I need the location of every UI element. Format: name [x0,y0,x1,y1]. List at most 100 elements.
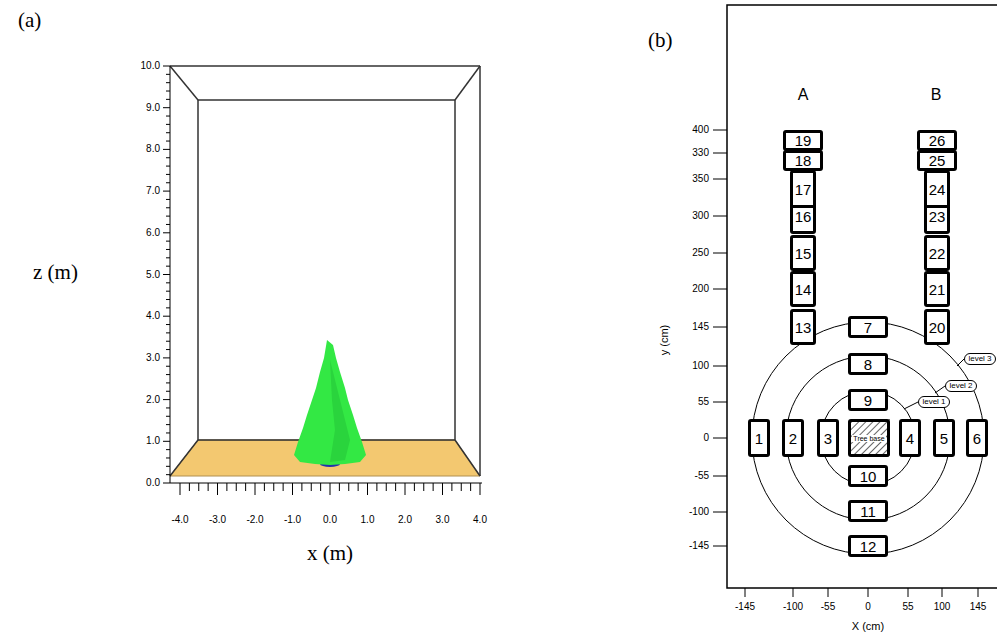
tick [166,74,170,75]
tick [163,357,170,358]
position-box: 10 [848,465,888,487]
column-label: B [931,87,942,103]
box-number: Tree base [852,435,885,442]
tick-label: 145 [692,322,709,332]
tick [236,483,237,491]
box-number: 9 [864,393,872,408]
box-number: 8 [864,357,872,372]
tick [166,407,170,408]
tick-label: 100 [692,361,709,371]
box-number: 3 [824,431,832,446]
tick [163,149,170,150]
tick-label: -1.0 [284,515,301,525]
tick [292,483,293,495]
tick [166,457,170,458]
tick [180,483,181,495]
level-circles [752,322,984,554]
tick [470,483,471,491]
tick-label: 10.0 [141,61,160,71]
tick-label: -55 [821,602,835,612]
tick [273,483,274,491]
tick-label: 7.0 [146,186,160,196]
position-box: 5 [933,419,955,457]
tick [255,483,256,495]
tick [166,474,170,475]
tick [166,266,170,267]
tick [166,349,170,350]
tick [166,257,170,258]
level-callout: level 1 [918,396,950,408]
box-number: 15 [795,246,812,261]
level-callout: level 3 [964,353,996,365]
tick-label: 400 [692,125,709,135]
box-number: 14 [795,282,812,297]
tick [166,241,170,242]
tick [163,232,170,233]
tick-label: 8.0 [146,144,160,154]
tick-label: 300 [692,211,709,221]
tick [264,483,265,491]
tick [166,449,170,450]
level-label: level 2 [949,382,972,390]
tick [166,291,170,292]
tick [245,483,246,491]
tick-label: 2.0 [146,395,160,405]
box-number: 16 [795,209,812,224]
position-box: 11 [848,500,888,522]
tick [163,66,170,67]
tick [330,483,331,495]
box-number: 10 [860,469,877,484]
tick [451,483,452,491]
hatching [848,419,890,457]
box-number: 26 [929,133,946,148]
tick [208,483,209,491]
plot-box [170,66,480,476]
tick [395,483,396,491]
position-box: 15 [790,235,816,271]
tick [367,483,368,495]
box-number: 18 [795,153,812,168]
position-box: 26 [917,130,957,151]
tick [166,199,170,200]
position-box: 17 [790,170,816,208]
box-number: 13 [795,320,812,335]
level-callout: level 2 [945,380,977,392]
tick-label: 9.0 [146,103,160,113]
tick [166,382,170,383]
position-box: 20 [924,309,950,345]
box-number: 1 [755,431,763,446]
box-number: 20 [929,320,946,335]
box-number: 25 [929,153,946,168]
position-box: 13 [790,309,816,345]
tick-label: -100 [783,602,803,612]
tick-label: 250 [692,248,709,258]
tick-label: -4.0 [171,515,188,525]
tick [166,91,170,92]
tick-label: 4.0 [473,515,487,525]
box-number: 4 [906,431,914,446]
tick [163,274,170,275]
tick [320,483,321,491]
tick [461,483,462,491]
axis-label: X (cm) [852,621,884,632]
position-box: 18 [783,150,823,171]
x-axis [170,483,482,495]
position-box: 21 [924,271,950,307]
z-axis [163,66,170,483]
box-number: 11 [860,504,876,519]
tick [386,483,387,491]
tick [166,166,170,167]
tick [166,282,170,283]
box-number: 24 [929,182,946,197]
tick [166,249,170,250]
tick [163,316,170,317]
position-box: 2 [782,419,804,457]
tick [163,399,170,400]
tick [376,483,377,491]
tick [166,82,170,83]
tick-label: -145 [735,602,755,612]
position-box: 12 [848,535,888,557]
tick-label: 1.0 [146,436,160,446]
tick-label: 55 [902,602,913,612]
box-number: 19 [795,133,812,148]
